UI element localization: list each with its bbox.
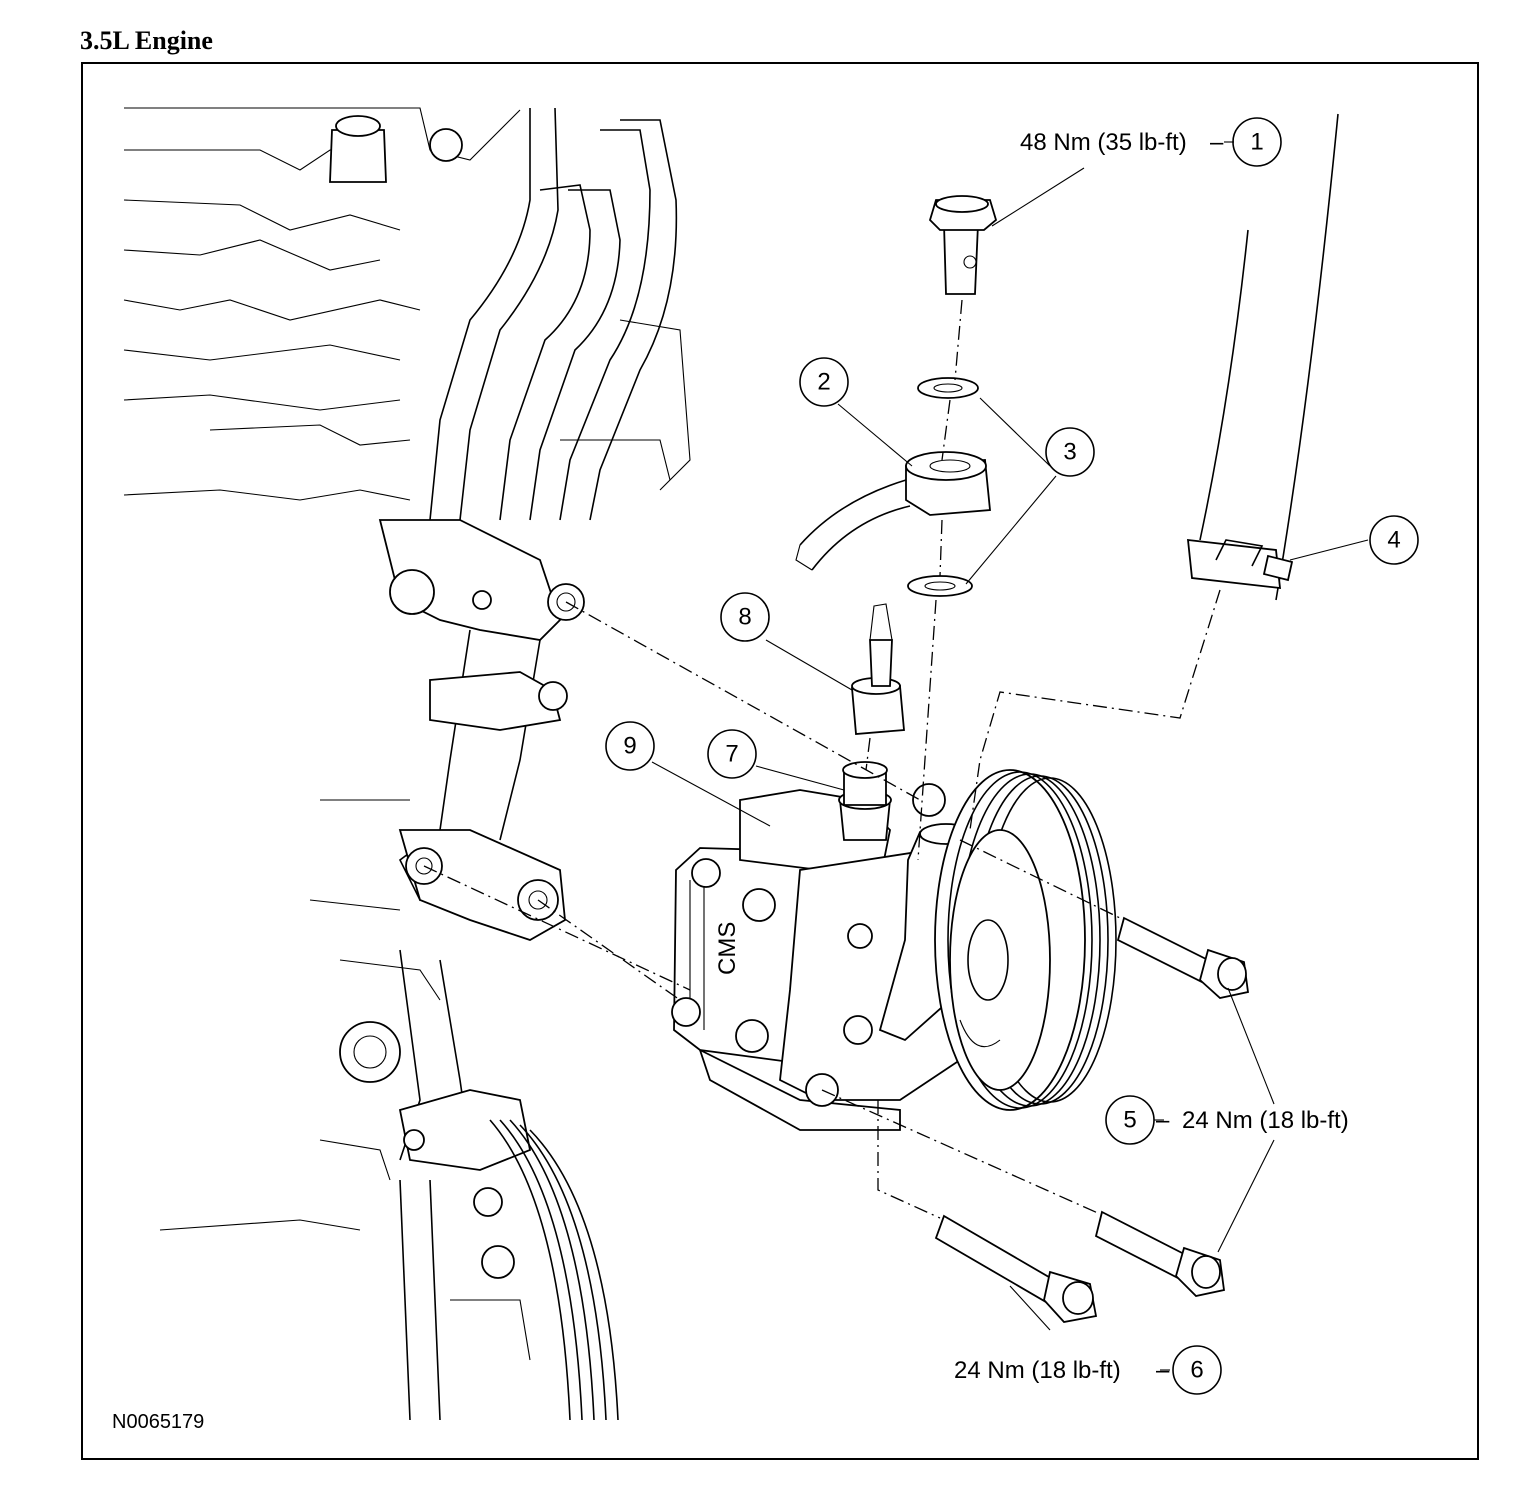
power-steering-pump: CMS — [671, 761, 1117, 1131]
callout-7-circle — [707, 729, 757, 779]
callout-1-torque: 48 Nm (35 lb-ft) — [1020, 129, 1187, 156]
callout-5-dash: – — [1156, 1107, 1170, 1134]
callout-6: 24 Nm (18 lb-ft) – 6 — [954, 1345, 1222, 1395]
pressure-line-fitting — [795, 195, 998, 861]
callout-9-number: 9 — [623, 733, 636, 760]
callout-1-number: 1 — [1250, 129, 1263, 156]
callout-8-number: 8 — [738, 604, 751, 631]
callout-5-number: 5 — [1123, 1107, 1136, 1134]
callout-9: 9 — [605, 721, 655, 771]
callout-3-number: 3 — [1063, 439, 1076, 466]
callout-7-number: 7 — [725, 741, 738, 768]
callout-2-circle — [799, 357, 849, 407]
callout-1: 48 Nm (35 lb-ft) – 1 — [1020, 117, 1282, 167]
callout-6-dash: – — [1156, 1357, 1170, 1384]
callout-5-torque: 24 Nm (18 lb-ft) — [1182, 1107, 1349, 1134]
callout-3-circle — [1045, 427, 1095, 477]
callout-1-dash: – — [1210, 129, 1224, 156]
leader-lines — [651, 141, 1369, 1371]
figure-id: N0065179 — [112, 1411, 204, 1433]
callout-2-number: 2 — [817, 369, 830, 396]
pump-pulley — [934, 769, 1117, 1111]
callout-5: 5 – 24 Nm (18 lb-ft) — [1105, 1095, 1349, 1145]
diagram-frame — [81, 62, 1479, 1460]
callout-8: 8 — [720, 592, 770, 642]
callout-1-circle — [1232, 117, 1282, 167]
callout-5-circle — [1105, 1095, 1155, 1145]
callout-4: 4 — [1369, 515, 1419, 565]
callout-6-circle — [1172, 1345, 1222, 1395]
callout-4-circle — [1369, 515, 1419, 565]
casting-mark: CMS — [714, 922, 741, 975]
callout-3: 3 — [1045, 427, 1095, 477]
return-hose — [969, 113, 1339, 831]
assembly-centerlines — [423, 601, 1121, 1219]
housing-bolt — [671, 858, 873, 1107]
callout-8-circle — [720, 592, 770, 642]
callout-6-torque: 24 Nm (18 lb-ft) — [954, 1357, 1121, 1384]
pressure-switch — [851, 603, 905, 771]
callout-9-circle — [605, 721, 655, 771]
diagram-title: 3.5L Engine — [80, 26, 213, 55]
pump-mounting-bolts — [934, 916, 1250, 1323]
callout-4-number: 4 — [1387, 527, 1400, 554]
callout-2: 2 — [799, 357, 849, 407]
engine-block-linework — [123, 107, 691, 1421]
callout-7: 7 — [707, 729, 757, 779]
callout-6-number: 6 — [1190, 1357, 1203, 1384]
crankshaft-pulley-linework — [399, 1119, 619, 1421]
